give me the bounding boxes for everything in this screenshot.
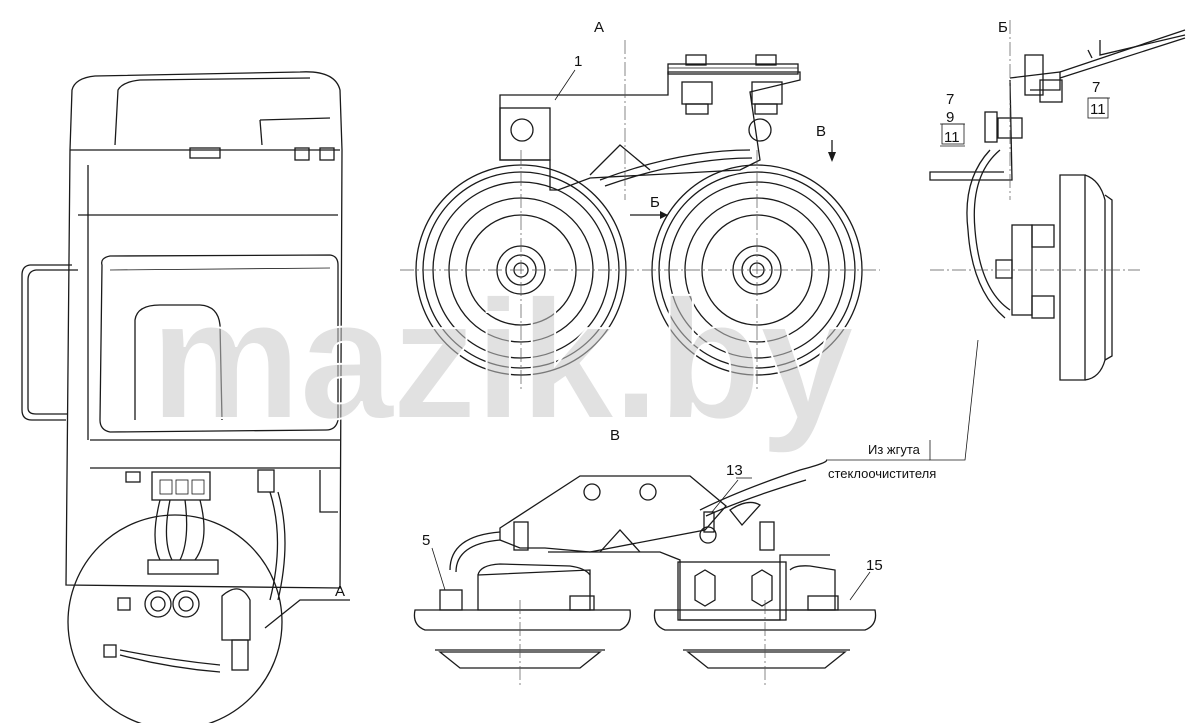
callout-15: 15 (866, 557, 883, 574)
callout-11-lower: 11 (944, 129, 960, 146)
watermark: mazik.by (150, 265, 854, 455)
view-b-side (826, 20, 1186, 461)
callout-11-upper: 11 (1090, 101, 1106, 118)
callout-1: 1 (574, 53, 582, 70)
note-line-1: Из жгута (868, 442, 921, 457)
cab-side-view (21, 71, 350, 723)
view-b-title: Б (998, 19, 1008, 36)
callout-9: 9 (946, 109, 954, 126)
note-line-2: стеклоочистителя (828, 466, 936, 481)
view-a-title: А (594, 19, 604, 36)
arrow-b-label: Б (650, 194, 660, 211)
leader-a-label: А (335, 583, 345, 600)
callout-7-lower: 7 (946, 91, 954, 108)
view-a-horns (400, 40, 880, 390)
callout-5: 5 (422, 532, 430, 549)
arrow-v-label: В (816, 123, 826, 140)
callout-13: 13 (726, 462, 743, 479)
callout-7-upper: 7 (1092, 79, 1100, 96)
view-v-title: В (610, 427, 620, 444)
view-v-bottom (413, 459, 877, 685)
